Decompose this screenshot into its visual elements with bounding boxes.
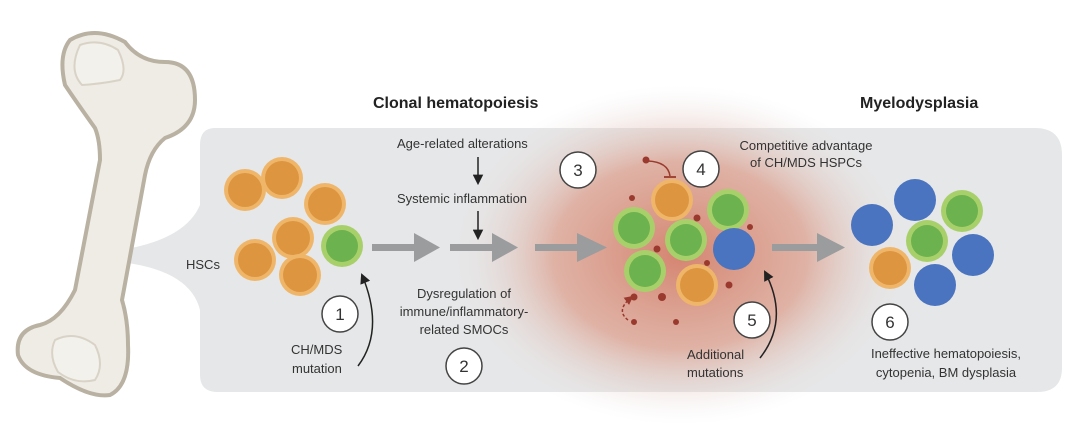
ineffective-label-line1: Ineffective hematopoiesis, [871, 346, 1021, 361]
cell-blue [952, 234, 994, 276]
cell-blue [851, 204, 893, 246]
cell-blue [914, 264, 956, 306]
cell-green [941, 190, 983, 232]
cell-green [624, 250, 666, 292]
mutation-label-line2: mutation [292, 361, 342, 376]
progression-arrow [772, 233, 845, 262]
hsc-cell-orange [272, 217, 314, 259]
feedback-arrow [621, 295, 634, 321]
inflammatory-dots [629, 156, 753, 325]
additional-label-line2: mutations [687, 365, 744, 380]
clonal-hematopoiesis-title: Clonal hematopoiesis [373, 95, 538, 112]
ineffective-label-line2: cytopenia, BM dysplasia [876, 365, 1017, 380]
step-badge-4: 4 [682, 150, 720, 188]
cell-blue [713, 228, 755, 270]
svg-text:3: 3 [573, 161, 582, 180]
dysregulation-label-line3: related SMOCs [420, 322, 509, 337]
inhibition-arrow [647, 160, 671, 177]
cell-green [707, 189, 749, 231]
cell-green [665, 219, 707, 261]
hscs-label: HSCs [186, 257, 220, 272]
cell-orange [869, 247, 911, 289]
cell-orange [651, 179, 693, 221]
myelodysplasia-title: Myelodysplasia [860, 95, 978, 112]
competitive-label-line1: Competitive advantage [740, 138, 873, 153]
femur-bone-icon [15, 31, 198, 398]
additional-mutation-arrow [759, 270, 777, 359]
dysregulation-label-line2: immune/inflammatory- [400, 304, 529, 319]
hsc-cluster [224, 157, 363, 296]
dysregulation-label-line1: Dysregulation of [417, 286, 511, 301]
age-related-label: Age-related alterations [397, 136, 528, 151]
hsc-cell-green [321, 225, 363, 267]
progression-arrow [535, 233, 607, 262]
cell-orange [676, 264, 718, 306]
hsc-cell-orange [304, 183, 346, 225]
svg-text:1: 1 [335, 305, 344, 324]
step-badge-2: 2 [445, 347, 483, 385]
ch-cluster [613, 179, 755, 306]
mutation-arrow [357, 273, 374, 367]
svg-text:6: 6 [885, 313, 894, 332]
step-badge-1: 1 [321, 295, 359, 333]
hsc-cell-orange [224, 169, 266, 211]
svg-text:4: 4 [696, 160, 705, 179]
mds-cluster [851, 179, 994, 306]
step-badge-6: 6 [871, 303, 909, 341]
systemic-inflammation-label: Systemic inflammation [397, 191, 527, 206]
svg-text:2: 2 [459, 357, 468, 376]
cell-green [613, 207, 655, 249]
progression-arrow [372, 233, 440, 262]
svg-text:5: 5 [747, 311, 756, 330]
hsc-cell-orange [234, 239, 276, 281]
competitive-label-line2: of CH/MDS HSPCs [750, 155, 862, 170]
hsc-cell-orange [261, 157, 303, 199]
step-badge-5: 5 [733, 301, 771, 339]
hsc-cell-orange [279, 254, 321, 296]
additional-label-line1: Additional [687, 347, 744, 362]
cell-blue [894, 179, 936, 221]
cell-green [906, 220, 948, 262]
progression-arrow [450, 233, 518, 262]
mutation-label-line1: CH/MDS [291, 342, 343, 357]
step-badge-3: 3 [559, 151, 597, 189]
